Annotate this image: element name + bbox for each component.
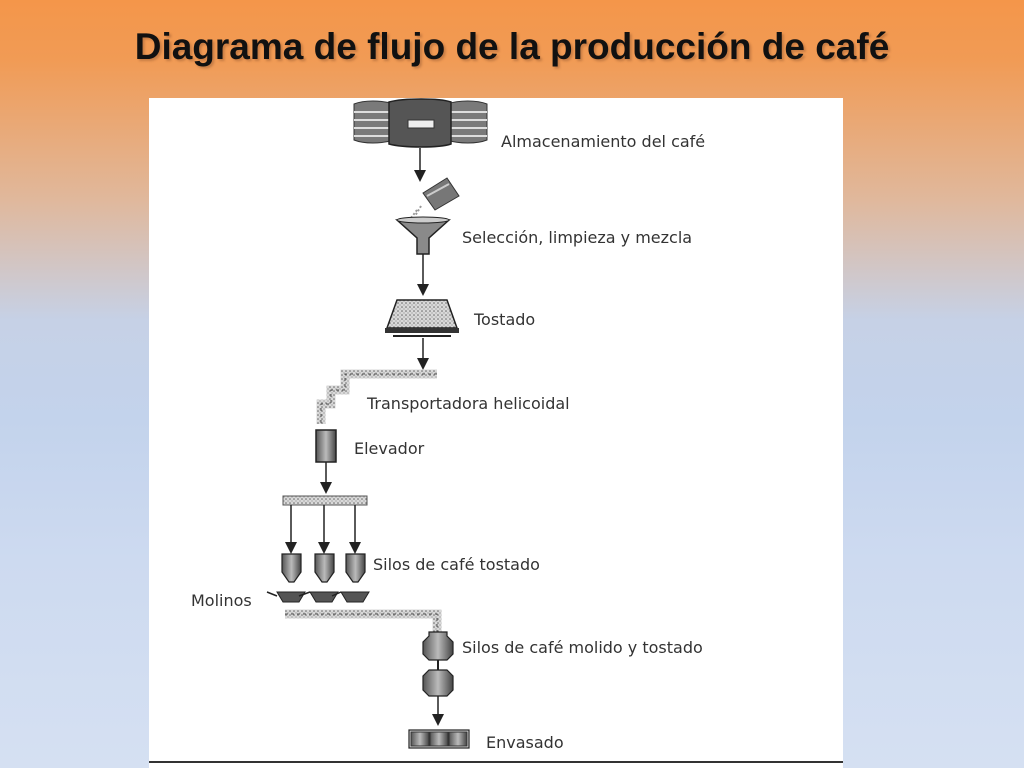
elevator-icon [315, 429, 337, 463]
roasted-silos-icon [281, 553, 366, 583]
label-silos-tostado: Silos de café tostado [373, 555, 540, 574]
coffee-bag-icon [410, 177, 460, 219]
diagram-panel: Almacenamiento del café Selección, limpi… [149, 98, 843, 768]
label-transportadora: Transportadora helicoidal [366, 394, 570, 413]
label-elevador: Elevador [354, 439, 425, 458]
label-seleccion: Selección, limpieza y mezcla [462, 228, 692, 247]
ground-coffee-conveyor-icon [285, 609, 442, 632]
grinders-icon [266, 591, 370, 603]
slide-title: Diagrama de flujo de la producción de ca… [134, 26, 890, 67]
packaging-icon [408, 729, 470, 749]
label-silos-molido: Silos de café molido y tostado [462, 638, 703, 657]
label-almacenamiento: Almacenamiento del café [501, 132, 705, 151]
roaster-icon [385, 299, 459, 337]
ground-silos-icon [422, 631, 454, 697]
coffee-flow-diagram: Almacenamiento del café Selección, limpi… [149, 98, 843, 763]
label-tostado: Tostado [473, 310, 535, 329]
storage-sacks-icon [353, 98, 488, 148]
label-envasado: Envasado [486, 733, 564, 752]
funnel-icon [395, 216, 451, 255]
label-molinos: Molinos [191, 591, 252, 610]
distribution-conveyor-icon [282, 495, 368, 506]
helical-conveyor-icon [316, 369, 437, 424]
